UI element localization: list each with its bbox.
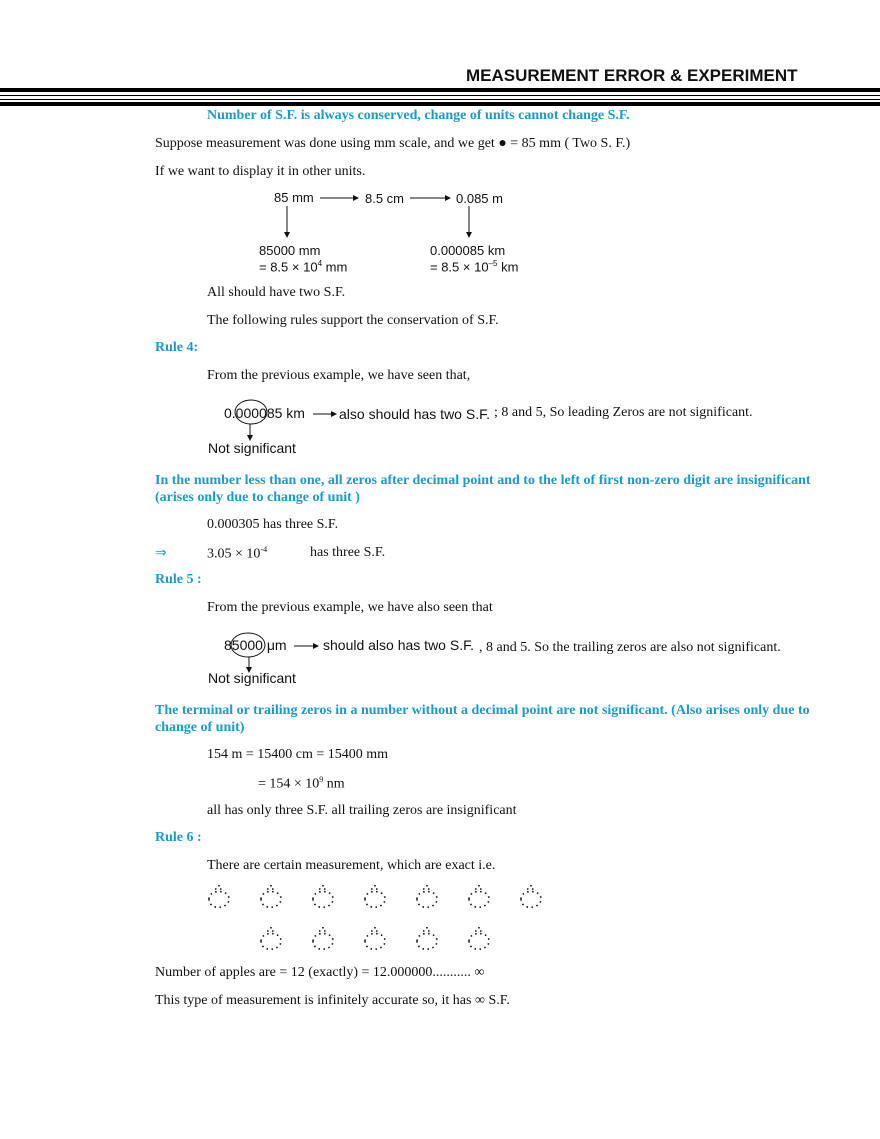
- header-rule: [0, 102, 880, 106]
- paragraph: Number of apples are = 12 (exactly) = 12…: [155, 965, 485, 980]
- paragraph: Suppose measurement was done using mm sc…: [155, 136, 630, 152]
- apple-icon: [468, 927, 490, 951]
- paragraph: 154 m = 15400 cm = 15400 mm: [207, 747, 389, 762]
- paragraph: , 8 and 5. So the trailing zeros are als…: [479, 640, 781, 655]
- value-km-full: 0.000085 km: [430, 243, 506, 258]
- apple-icon: [260, 885, 282, 909]
- rule-5-statement: change of unit): [155, 720, 245, 735]
- not-significant-label: Not significant: [208, 440, 296, 456]
- implies-icon: ⇒: [155, 546, 167, 561]
- arrow-text: also should has two S.F.: [339, 406, 490, 422]
- value-mm: 85 mm: [274, 190, 314, 205]
- paragraph: 3.05 × 10-4: [207, 545, 268, 562]
- circle-highlight: [234, 399, 268, 425]
- arrow-text: should also has two S.F.: [323, 637, 474, 653]
- paragraph: all has only three S.F. all trailing zer…: [207, 803, 517, 818]
- paragraph: 0.000305 has three S.F.: [207, 517, 339, 532]
- apple-icon: [468, 885, 490, 909]
- value-mm-sci: = 8.5 × 104 mm: [259, 259, 348, 275]
- paragraph: = 154 × 109 nm: [258, 775, 345, 792]
- apple-icon: [364, 885, 386, 909]
- paragraph: From the previous example, we have seen …: [207, 368, 471, 383]
- page-header-title: MEASUREMENT ERROR & EXPERIMENT: [466, 66, 798, 85]
- paragraph: ; 8 and 5, So leading Zeros are not sign…: [494, 405, 753, 420]
- apple-icon: [416, 927, 438, 951]
- heading-sf-conserved: Number of S.F. is always conserved, chan…: [207, 108, 630, 123]
- rule-5-statement: The terminal or trailing zeros in a numb…: [155, 703, 810, 718]
- header-rule: [0, 88, 880, 92]
- apple-icon: [312, 885, 334, 909]
- circle-highlight: [230, 632, 266, 658]
- rule-5-title: Rule 5 :: [155, 572, 202, 587]
- apple-icon: [208, 885, 230, 909]
- header-rule: [0, 95, 880, 96]
- value-cm: 8.5 cm: [365, 191, 405, 206]
- bullet-icon: ●: [498, 136, 507, 151]
- apple-icon: [520, 885, 542, 909]
- value-km: 0.000085 km: [224, 405, 305, 421]
- value-um: 85000 μm: [224, 637, 287, 653]
- paragraph: The following rules support the conserva…: [207, 313, 499, 328]
- rule-6-title: Rule 6 :: [155, 830, 202, 845]
- apple-icon: [416, 885, 438, 909]
- value-mm-full: 85000 mm: [259, 243, 321, 258]
- paragraph: This type of measurement is infinitely a…: [155, 993, 510, 1008]
- paragraph: There are certain measurement, which are…: [207, 858, 496, 873]
- paragraph: All should have two S.F.: [207, 285, 346, 300]
- apple-icon: [260, 927, 282, 951]
- rule-4-title: Rule 4:: [155, 340, 199, 355]
- value-km-sci: = 8.5 × 10–5 km: [430, 259, 519, 275]
- paragraph: From the previous example, we have also …: [207, 600, 493, 615]
- rule-4-statement: In the number less than one, all zeros a…: [155, 473, 811, 488]
- rule-4-statement: (arises only due to change of unit ): [155, 490, 360, 505]
- text: Suppose measurement was done using mm sc…: [155, 136, 495, 151]
- not-significant-label: Not significant: [208, 670, 296, 686]
- header-rule: [0, 99, 880, 100]
- apple-icon: [312, 927, 334, 951]
- paragraph: has three S.F.: [310, 545, 386, 560]
- apple-icon: [364, 927, 386, 951]
- text: = 85 mm ( Two S. F.): [510, 136, 631, 151]
- paragraph: If we want to display it in other units.: [155, 164, 366, 179]
- value-m: 0.085 m: [456, 191, 503, 206]
